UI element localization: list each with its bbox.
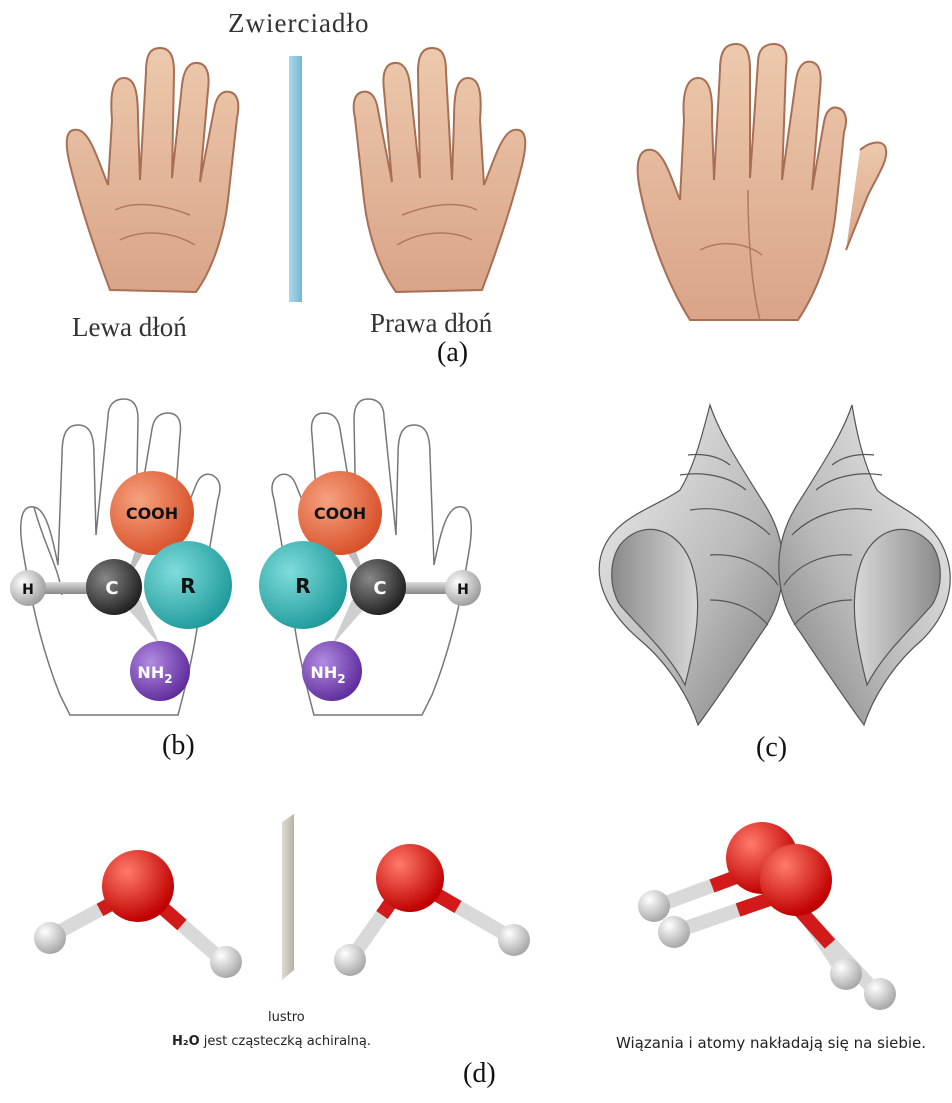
- left-oxygen-atom: [102, 850, 174, 922]
- overlapped-water-molecules: [638, 822, 896, 1010]
- panel-c-shells: [580, 395, 952, 730]
- left-hydrogen-atom-1: [34, 922, 66, 954]
- left-amino-acid-model: [10, 471, 232, 701]
- left-hydrogen-atom-2: [210, 946, 242, 978]
- right-h-atom: [445, 570, 481, 606]
- overlap-hydrogen-atom-2: [658, 916, 690, 948]
- caption-c: (c): [756, 732, 787, 764]
- right-hand-drawing: [354, 48, 526, 292]
- right-hand-label: Prawa dłoń: [370, 308, 492, 339]
- mirror-label: Zwierciadło: [228, 8, 369, 39]
- mirror-bar: [289, 56, 302, 302]
- left-c-atom: [86, 559, 142, 615]
- achiral-caption: H₂O jest cząsteczką achiralną.: [172, 1034, 371, 1049]
- overlap-hydrogen-atom-1: [638, 890, 670, 922]
- caption-d: (d): [463, 1058, 496, 1090]
- overlap-caption: Wiązania i atomy nakładają się na siebie…: [616, 1034, 926, 1052]
- left-r-atom: [144, 541, 232, 629]
- left-hand-label: Lewa dłoń: [72, 312, 187, 343]
- caption-a: (a): [437, 337, 468, 369]
- middle-hydrogen-atom-2: [498, 924, 530, 956]
- achiral-caption-text: jest cząsteczką achiralną.: [200, 1034, 371, 1049]
- mirror-plate: [282, 814, 294, 980]
- panel-d-water-molecules: [0, 810, 952, 1040]
- right-nh2-atom: [302, 641, 362, 701]
- mirror-caption: lustro: [268, 1010, 305, 1025]
- left-nh2-atom: [130, 641, 190, 701]
- right-shell: [779, 405, 950, 725]
- caption-b: (b): [162, 730, 195, 762]
- right-amino-acid-model: [259, 471, 481, 701]
- h2o-formula: H₂O: [172, 1034, 200, 1049]
- middle-oxygen-atom: [376, 844, 444, 912]
- overlap-hydrogen-atom-3: [830, 958, 862, 990]
- left-h-atom: [10, 570, 46, 606]
- right-r-atom: [259, 541, 347, 629]
- overlap-oxygen-atom-front: [760, 844, 832, 916]
- overlapped-hands-drawing: [638, 44, 887, 320]
- left-water-molecule: [34, 850, 242, 978]
- left-shell: [599, 405, 783, 725]
- left-hand-drawing: [67, 48, 239, 292]
- overlap-hydrogen-atom-4: [864, 978, 896, 1010]
- panel-b-illustration: COOH C R H NH2 COOH C R H NH2: [0, 395, 520, 735]
- middle-hydrogen-atom-1: [334, 944, 366, 976]
- right-c-atom: [350, 559, 406, 615]
- middle-water-molecule: [334, 844, 530, 976]
